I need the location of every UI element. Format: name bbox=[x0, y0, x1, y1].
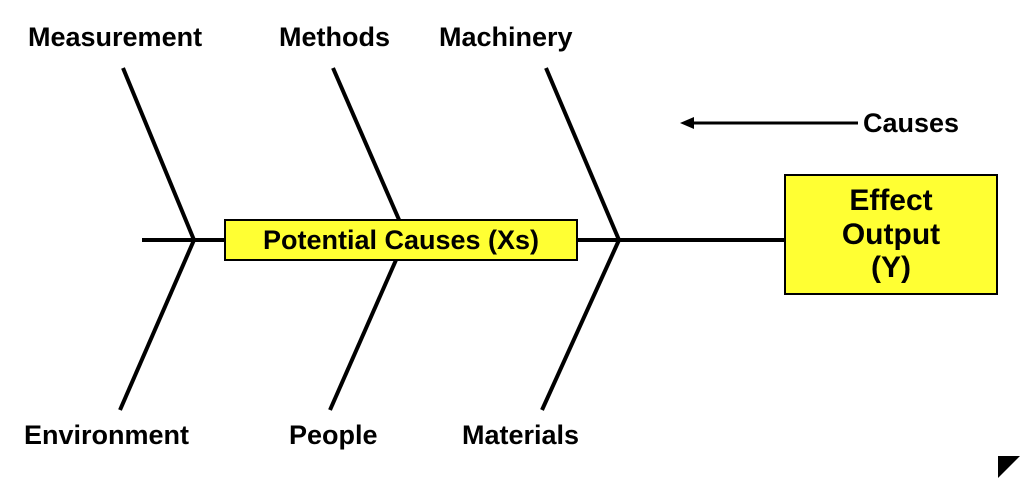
cursor-icon bbox=[998, 456, 1020, 478]
label-machinery: Machinery bbox=[439, 22, 573, 52]
label-methods: Methods bbox=[279, 22, 390, 52]
potential-causes-label: Potential Causes (Xs) bbox=[262, 224, 540, 255]
label-materials: Materials bbox=[462, 420, 580, 450]
label-people: People bbox=[289, 420, 378, 450]
potential-causes-box: Potential Causes (Xs) bbox=[224, 219, 578, 261]
bone-environment bbox=[118, 239, 196, 411]
label-measurement: Measurement bbox=[28, 22, 203, 52]
effect-line-1: Effect bbox=[849, 184, 933, 218]
bone-machinery bbox=[544, 67, 621, 241]
bone-measurement bbox=[121, 67, 196, 241]
effect-box: Effect Output (Y) bbox=[784, 174, 998, 295]
bone-materials bbox=[540, 239, 621, 411]
causes-arrowhead bbox=[680, 117, 694, 129]
label-environment: Environment bbox=[24, 420, 190, 450]
effect-line-3: (Y) bbox=[871, 251, 911, 285]
bone-methods bbox=[331, 67, 402, 223]
label-causes: Causes bbox=[863, 108, 960, 138]
effect-line-2: Output bbox=[841, 217, 941, 251]
bone-people bbox=[328, 259, 398, 411]
